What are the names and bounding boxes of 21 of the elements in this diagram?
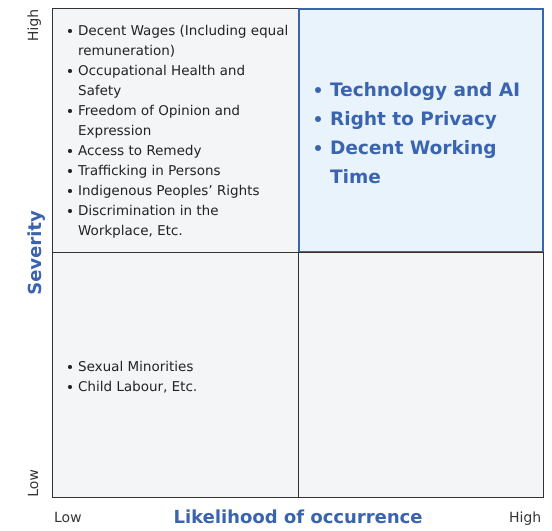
bullet-item: Discrimination in the Workplace, Etc.	[78, 203, 219, 239]
bullet-item: Trafficking in Persons	[78, 163, 221, 179]
bullet-item: Right to Privacy	[330, 109, 497, 130]
bullet-item: Access to Remedy	[78, 143, 202, 159]
axis-title: Likelihood of occurrence	[174, 506, 423, 528]
axis-tick-label: Low	[26, 469, 42, 497]
bullet-item: Child Labour, Etc.	[78, 379, 198, 395]
matrix-quadrant	[298, 8, 544, 253]
bullet-item: Sexual Minorities	[78, 359, 194, 375]
bullet-item: Decent Working Time	[330, 138, 497, 188]
bullet-item: Indigenous Peoples’ Rights	[78, 183, 260, 199]
matrix-quadrant	[52, 252, 299, 498]
axis-title: Severity	[24, 210, 46, 294]
axis-tick-label: High	[26, 8, 42, 42]
bullet-item: Decent Wages (Including equal remuneration)	[78, 23, 288, 59]
axis-tick-label: High	[509, 510, 542, 526]
matrix-quadrant	[52, 8, 299, 253]
bullet-item: Technology and AI	[330, 80, 520, 101]
axis-tick-label: Low	[54, 510, 82, 526]
bullet-item: Occupational Health and Safety	[78, 63, 246, 99]
bullet-item: Freedom of Opinion and Expression	[78, 103, 240, 139]
